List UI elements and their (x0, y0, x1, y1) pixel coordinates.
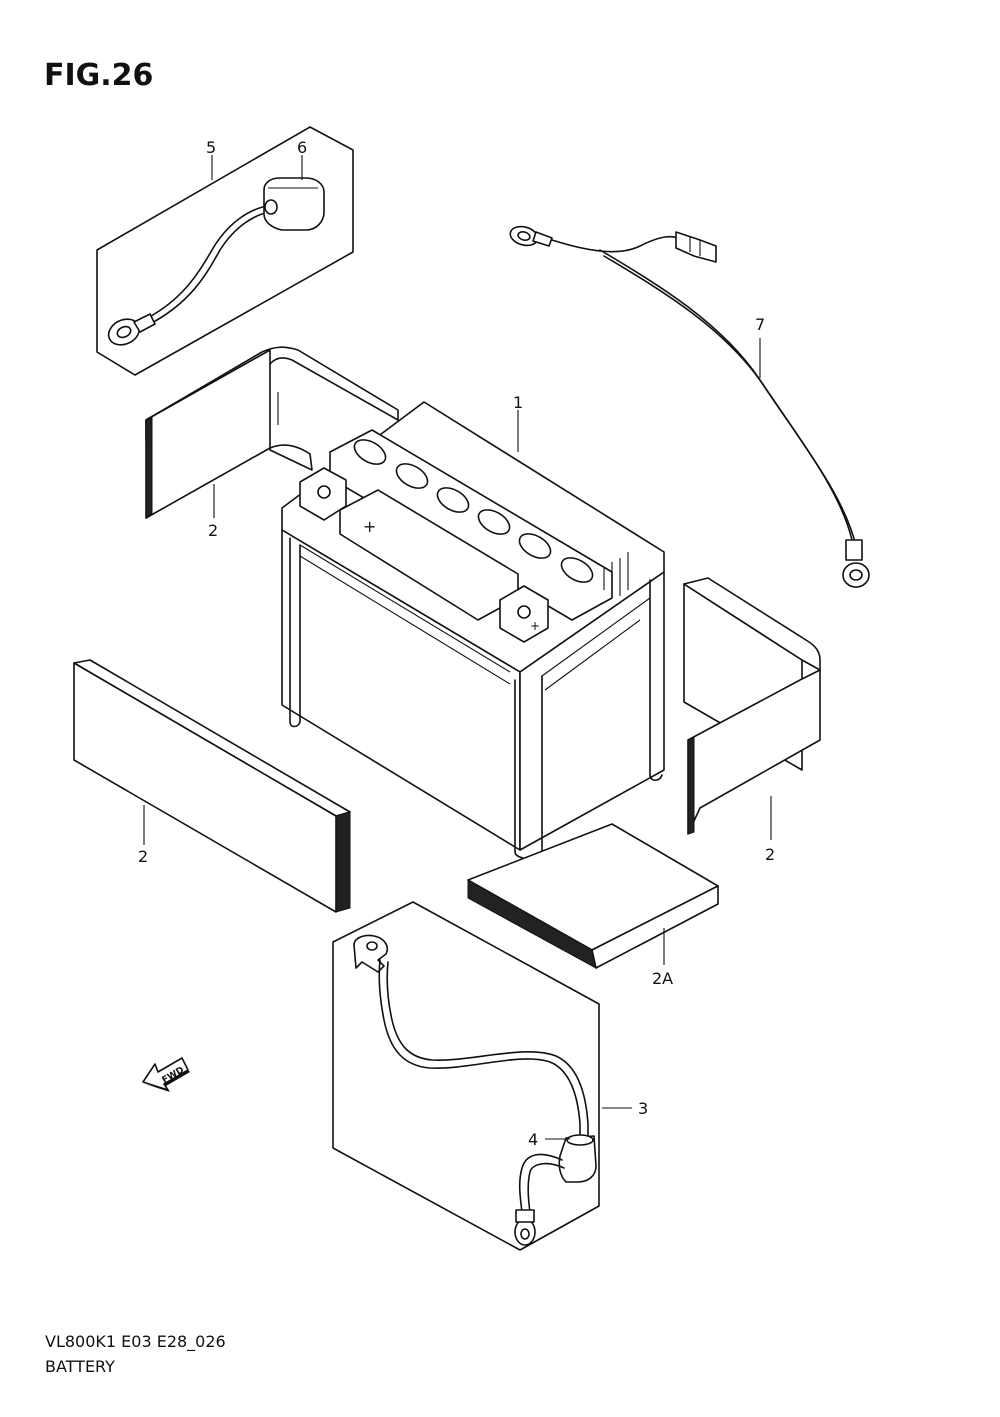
callout-1: 1 (513, 393, 523, 412)
callout-4: 4 (528, 1130, 538, 1149)
part-1-battery: + + (281, 401, 665, 860)
battery-side-face (519, 571, 665, 851)
leader-lines (211, 155, 632, 1140)
connector-icon (675, 231, 717, 263)
part-3-cable (378, 959, 581, 1141)
part-4-terminal-boot (558, 1135, 597, 1183)
callout-labels: 5 6 7 1 2 2 2 2A 3 4 (138, 138, 775, 1149)
ring-terminal-icon (353, 934, 389, 973)
part-2-pad-upper-left (145, 346, 399, 519)
part-2-pad-right (683, 577, 821, 840)
callout-7: 7 (755, 315, 765, 334)
callout-6: 6 (297, 138, 307, 157)
part-7-lead-wire (509, 225, 870, 588)
group-name: BATTERY (45, 1357, 115, 1376)
part-5-lead-wire (139, 204, 273, 323)
figure-title: FIG.26 (44, 58, 154, 93)
part-3-kit-box (332, 901, 600, 1251)
callout-3: 3 (638, 1099, 648, 1118)
part-2a-base-pad (467, 823, 719, 969)
callout-2-upper: 2 (208, 521, 218, 540)
fwd-arrow-icon: FWD (142, 1057, 190, 1092)
part-6-terminal-cap (263, 177, 325, 231)
plus-sign-icon: + (363, 517, 376, 536)
callout-5: 5 (206, 138, 216, 157)
part-2-pad-lower-left (73, 659, 351, 913)
plus-sign-icon: + (530, 619, 540, 633)
callout-2-lower: 2 (138, 847, 148, 866)
part-5-kit-box (96, 126, 354, 376)
callout-2-right: 2 (765, 845, 775, 864)
model-code: VL800K1 E03 E28_026 (45, 1332, 226, 1351)
callout-2a: 2A (652, 969, 673, 988)
